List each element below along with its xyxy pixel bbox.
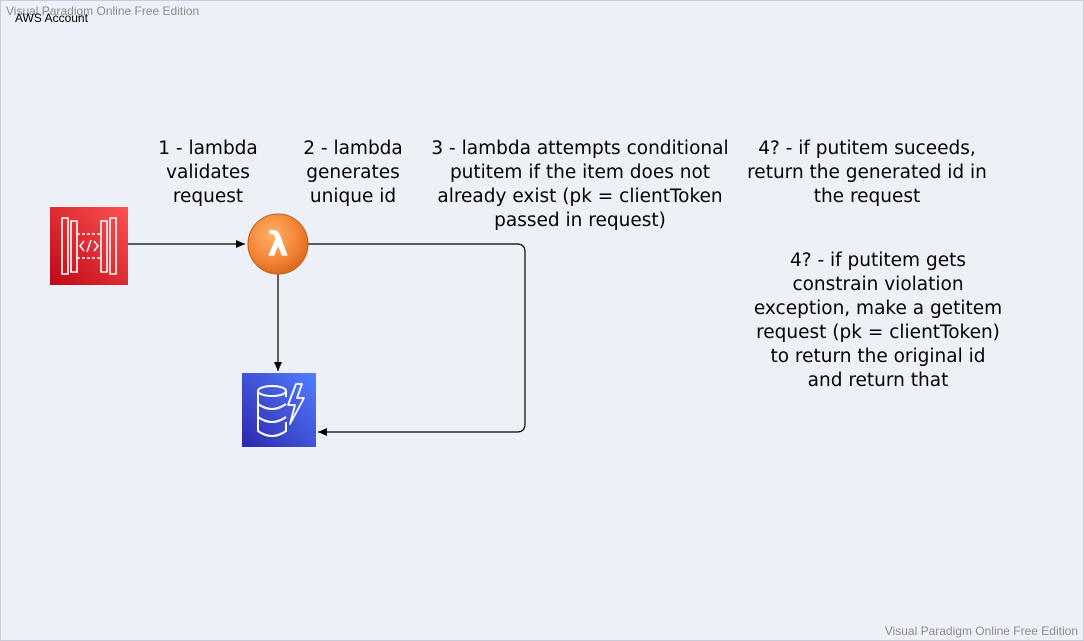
note-step-4-success: 4? - if putitem suceeds, return the gene… [747, 138, 987, 207]
watermark-top: Visual Paradigm Online Free Edition [6, 4, 200, 18]
svg-text:λ: λ [267, 225, 289, 265]
note-step-4-violation: 4? - if putitem gets constrain violation… [753, 250, 1003, 391]
dynamodb-icon[interactable] [242, 373, 316, 447]
api-gateway-icon[interactable] [50, 207, 128, 285]
note-step-3: 3 - lambda attempts conditional putitem … [431, 138, 729, 231]
note-step-1: 1 - lambda validates request [158, 138, 258, 207]
note-step-2: 2 - lambda generates unique id [303, 138, 403, 207]
aws-account-label: AWS Account [15, 11, 88, 25]
lambda-icon[interactable]: λ [247, 213, 309, 275]
watermark-bottom: Visual Paradigm Online Free Edition [884, 624, 1078, 638]
connector-lambda-putitem-loop [308, 243, 526, 436]
